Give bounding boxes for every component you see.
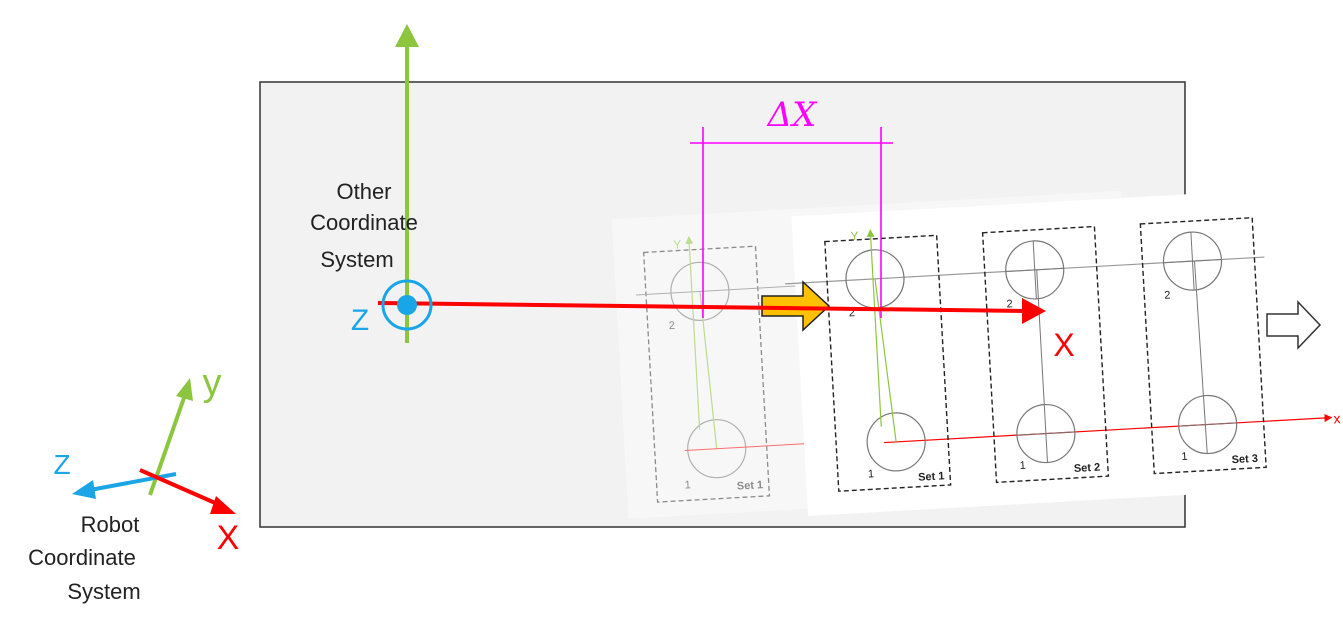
- robot-x-axis: [139, 468, 223, 508]
- set1-name: Set 1: [918, 470, 945, 483]
- delta-x-label: ΔX: [766, 95, 819, 135]
- other-cs-label-line3: System: [320, 247, 393, 272]
- other-x-label: X: [1053, 327, 1074, 363]
- other-z-label: Z: [351, 304, 369, 337]
- ghost-hole-2-label: 2: [668, 320, 675, 332]
- set-box-3: [1139, 216, 1267, 475]
- set3-hole-1-label: 1: [1181, 451, 1188, 463]
- other-cs-label-line1: Other: [336, 179, 391, 204]
- next-hollow-arrow-icon: [1266, 300, 1322, 350]
- ghost-hole-1-label: 1: [684, 479, 691, 491]
- set3-hole-2-label: 2: [1164, 289, 1171, 301]
- other-z-ring-icon: [381, 279, 433, 331]
- ghost-set-label: Set 1: [737, 479, 764, 492]
- robot-cs-label-line2: Coordinate: [28, 545, 136, 570]
- delta-x-dimension: ΔX: [690, 95, 893, 318]
- other-cs-label-line2: Coordinate: [310, 210, 418, 235]
- set2-hole-2-label: 2: [1006, 298, 1013, 310]
- robot-z-axis: [89, 472, 177, 492]
- hole-1-set1: [866, 412, 926, 472]
- current-card: x Y 2 1 Set 1 2 1 Set 2 2 1 Set 3: [785, 185, 1343, 516]
- robot-coordinate-frame: [72, 378, 236, 514]
- other-y-arrowhead-icon: [395, 24, 419, 47]
- ref-y-label: Y: [850, 229, 859, 243]
- robot-cs-label-line3: System: [67, 579, 140, 604]
- robot-z-arrowhead-icon: [72, 480, 96, 499]
- ref-x-label: x: [1333, 410, 1341, 426]
- robot-y-label: y: [203, 362, 222, 404]
- set1-hole-1-label: 1: [868, 468, 875, 480]
- set2-hole-1-label: 1: [1019, 460, 1026, 472]
- move-gold-arrow-icon: [761, 280, 831, 332]
- set1-hole-2-label: 2: [849, 307, 856, 319]
- set-box-ghost: [642, 245, 771, 503]
- set3-name: Set 3: [1231, 453, 1258, 466]
- other-x-arrowhead-icon: [1022, 298, 1046, 324]
- other-z-dot-icon: [397, 295, 417, 315]
- robot-x-label: X: [217, 519, 240, 557]
- robot-y-arrowhead-icon: [176, 378, 193, 401]
- other-x-axis: [377, 301, 1027, 313]
- set2-name: Set 2: [1074, 462, 1101, 475]
- robot-z-label: Z: [53, 449, 70, 480]
- ref-y-axis: [866, 229, 882, 427]
- ghost-y-label: Y: [673, 237, 682, 251]
- robot-cs-label-line1: Robot: [81, 512, 140, 537]
- robot-x-arrowhead-icon: [210, 496, 236, 514]
